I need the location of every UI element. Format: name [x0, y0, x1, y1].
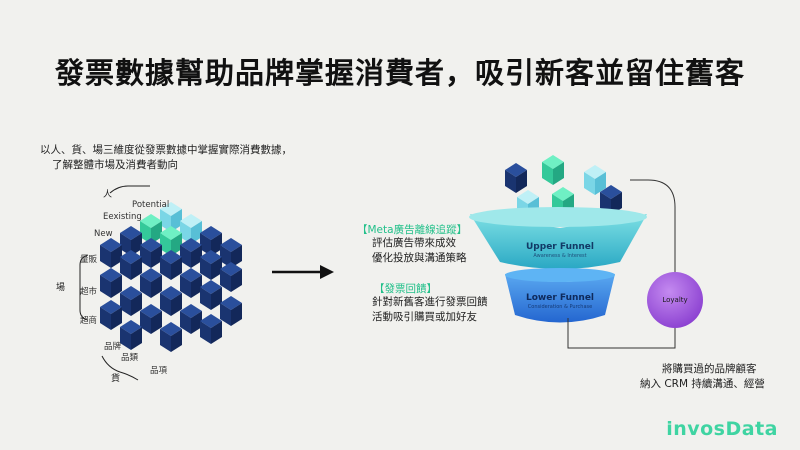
upper-funnel — [469, 207, 647, 269]
cube-block — [220, 296, 242, 326]
cube-block — [120, 286, 142, 316]
cube-block — [160, 286, 182, 316]
loyalty-note: 將購買過的品牌顧客 納入 CRM 持續溝通、經營 — [640, 362, 765, 392]
invoice-feedback-note: 針對新舊客進行發票回饋 活動吸引購買或加好友 — [372, 295, 488, 325]
loyalty-label: Loyalty — [662, 296, 688, 304]
meta-tracking-note: 評估廣告帶來成效 優化投放與溝通策略 — [372, 236, 467, 266]
page-title: 發票數據幫助品牌掌握消費者，吸引新客並留住舊客 — [54, 56, 745, 90]
lower-funnel-subtitle: Consideration & Purchase — [527, 304, 593, 310]
loyalty-note-line-1: 將購買過的品牌顧客 — [662, 363, 757, 375]
cube-brackets — [79, 185, 150, 381]
people-level-new: New — [94, 229, 113, 239]
cube-block — [140, 238, 162, 268]
data-cube-stack — [100, 202, 242, 352]
lower-funnel-title: Lower Funnel — [525, 293, 595, 303]
axis-place: 場 — [56, 283, 66, 293]
goods-level-brand: 品牌 — [104, 342, 122, 352]
meta-note-line-2: 優化投放與溝通策略 — [372, 252, 467, 264]
cube-description: 以人、貨、場三維度從發票數據中掌握實際消費數據， 了解整體市場及消費者動向 — [40, 143, 292, 173]
cube-block — [160, 322, 182, 352]
cube-block — [100, 300, 122, 330]
meta-note-line-1: 評估廣告帶來成效 — [372, 237, 456, 249]
description-line-2: 了解整體市場及消費者動向 — [52, 159, 178, 171]
cube-block — [200, 314, 222, 344]
axis-people: 人 — [103, 190, 113, 200]
people-level-potential: Potential — [132, 200, 170, 210]
connector-lines — [567, 179, 676, 349]
cube-block — [100, 238, 122, 268]
place-level-convenience: 超商 — [80, 316, 98, 326]
axis-goods: 貨 — [111, 374, 121, 384]
cube-block — [140, 268, 162, 298]
cube-block — [200, 280, 222, 310]
funnel-cube — [505, 163, 527, 193]
flow-arrow — [272, 265, 334, 279]
cube-block — [180, 238, 202, 268]
goods-level-item: 品項 — [150, 366, 168, 376]
meta-tracking-tag: 【Meta廣告離線追蹤】 — [357, 224, 468, 236]
description-line-1: 以人、貨、場三維度從發票數據中掌握實際消費數據， — [40, 144, 292, 156]
cube-block — [160, 250, 182, 280]
invoice-note-line-1: 針對新舊客進行發票回饋 — [372, 296, 488, 308]
invoice-feedback-tag: 【發票回饋】 — [374, 283, 437, 295]
cube-block — [180, 268, 202, 298]
cube-block — [140, 304, 162, 334]
upper-funnel-title: Upper Funnel — [526, 242, 594, 252]
cube-block — [220, 262, 242, 292]
cube-block — [120, 250, 142, 280]
place-level-supermarket: 超市 — [80, 287, 98, 297]
loyalty-circle — [647, 272, 703, 328]
loyalty-note-line-2: 納入 CRM 持續溝通、經營 — [640, 378, 765, 390]
place-level-hypermarket: 量販 — [80, 255, 98, 265]
cube-block — [100, 268, 122, 298]
goods-level-category: 品類 — [121, 353, 139, 363]
upper-funnel-subtitle: Awareness & Interest — [533, 253, 587, 259]
cube-block — [180, 304, 202, 334]
funnel-cube — [542, 155, 564, 185]
invoice-note-line-2: 活動吸引購買或加好友 — [372, 311, 477, 323]
cube-block — [200, 250, 222, 280]
people-level-existing: Eexisting — [103, 212, 142, 222]
lower-funnel — [505, 268, 615, 323]
invosdata-logo: invosData — [666, 418, 778, 440]
cube-block — [120, 320, 142, 350]
